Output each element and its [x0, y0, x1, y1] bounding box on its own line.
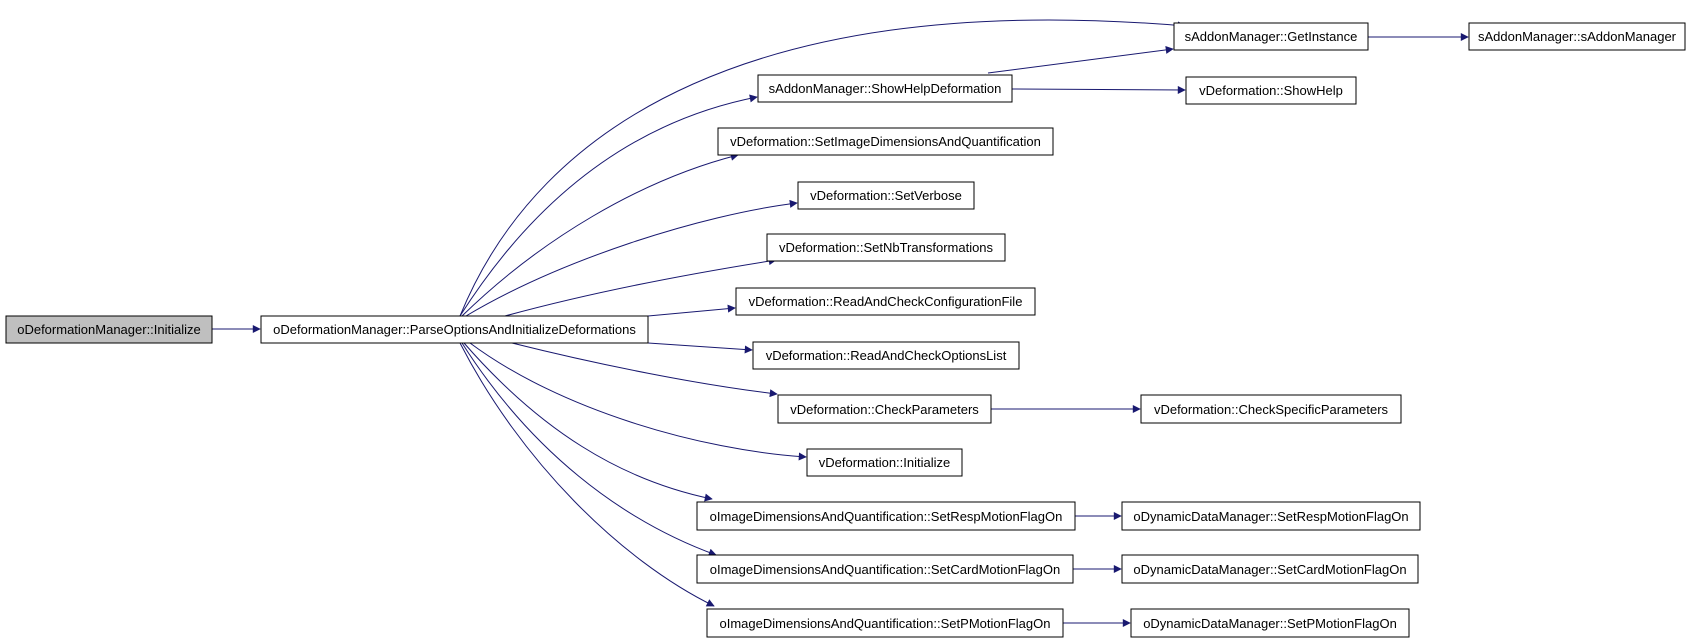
node-label: vDeformation::SetImageDimensionsAndQuant… [730, 134, 1041, 149]
edge-parse-to-readconfig [647, 304, 736, 317]
node-box [5, 315, 213, 344]
node-label: oDynamicDataManager::SetRespMotionFlagOn [1133, 509, 1408, 524]
node-label: oDynamicDataManager::SetPMotionFlagOn [1143, 616, 1397, 631]
node-root[interactable]: oDeformationManager::Initialize [5, 315, 213, 344]
edge-parse-to-readopts [647, 342, 753, 354]
node-label: oDeformationManager::ParseOptionsAndInit… [273, 322, 636, 337]
node-box [1185, 76, 1357, 105]
node-label: sAddonManager::sAddonManager [1478, 29, 1677, 44]
node-label: vDeformation::SetVerbose [810, 188, 962, 203]
node-set-p-motion[interactable]: oImageDimensionsAndQuantification::SetPM… [706, 608, 1064, 638]
node-v-initialize[interactable]: vDeformation::Initialize [806, 448, 963, 477]
node-label: oImageDimensionsAndQuantification::SetCa… [710, 562, 1060, 577]
node-check-parameters[interactable]: vDeformation::CheckParameters [777, 394, 992, 424]
node-label: vDeformation::ReadAndCheckConfigurationF… [749, 294, 1023, 309]
node-set-image-dimensions[interactable]: vDeformation::SetImageDimensionsAndQuant… [717, 127, 1054, 156]
node-set-nb-transformations[interactable]: vDeformation::SetNbTransformations [766, 233, 1006, 262]
node-set-verbose[interactable]: vDeformation::SetVerbose [797, 181, 975, 210]
node-box [260, 315, 649, 344]
node-show-help-deformation[interactable]: sAddonManager::ShowHelpDeformation [757, 74, 1013, 103]
node-label: vDeformation::CheckParameters [790, 402, 979, 417]
node-box [717, 127, 1054, 156]
edge-showhelpdef-to-getinstance [987, 45, 1174, 74]
node-box [696, 554, 1074, 584]
node-get-instance[interactable]: sAddonManager::GetInstance [1173, 22, 1369, 51]
node-box [766, 233, 1006, 262]
edge-showhelpdef-to-showhelp [1011, 85, 1186, 94]
node-box [1130, 608, 1410, 638]
node-box [777, 394, 992, 424]
edge-parse-to-checkparams [511, 342, 778, 398]
node-box [752, 341, 1020, 370]
node-box [1173, 22, 1369, 51]
node-dyn-p-motion[interactable]: oDynamicDataManager::SetPMotionFlagOn [1130, 608, 1410, 638]
node-read-options-list[interactable]: vDeformation::ReadAndCheckOptionsList [752, 341, 1020, 370]
edge-parse-to-setpm [459, 342, 715, 607]
node-parse-options[interactable]: oDeformationManager::ParseOptionsAndInit… [260, 315, 649, 344]
node-read-config-file[interactable]: vDeformation::ReadAndCheckConfigurationF… [735, 287, 1036, 316]
edges [212, 19, 1469, 627]
node-label: vDeformation::ShowHelp [1199, 83, 1343, 98]
node-box [806, 448, 963, 477]
node-saddon-constructor[interactable]: sAddonManager::sAddonManager [1468, 22, 1686, 51]
node-dyn-resp-motion[interactable]: oDynamicDataManager::SetRespMotionFlagOn [1121, 501, 1421, 531]
edge-parse-to-setcard [461, 342, 717, 557]
node-box [696, 501, 1076, 531]
node-label: oDeformationManager::Initialize [17, 322, 201, 337]
node-label: oDynamicDataManager::SetCardMotionFlagOn [1133, 562, 1406, 577]
node-set-card-motion[interactable]: oImageDimensionsAndQuantification::SetCa… [696, 554, 1074, 584]
node-label: sAddonManager::ShowHelpDeformation [769, 81, 1002, 96]
node-check-specific-parameters[interactable]: vDeformation::CheckSpecificParameters [1140, 394, 1402, 424]
edge-parse-to-getinstance [459, 19, 1186, 317]
node-label: sAddonManager::GetInstance [1185, 29, 1358, 44]
node-label: oImageDimensionsAndQuantification::SetPM… [720, 616, 1051, 631]
edge-parse-to-setverbose [465, 199, 798, 317]
node-label: oImageDimensionsAndQuantification::SetRe… [710, 509, 1063, 524]
node-box [1140, 394, 1402, 424]
node-box [1121, 501, 1421, 531]
node-box [757, 74, 1013, 103]
node-label: vDeformation::ReadAndCheckOptionsList [766, 348, 1007, 363]
node-box [797, 181, 975, 210]
node-label: vDeformation::Initialize [819, 455, 951, 470]
edge-parse-to-setresp [463, 342, 713, 502]
node-show-help[interactable]: vDeformation::ShowHelp [1185, 76, 1357, 105]
node-set-resp-motion[interactable]: oImageDimensionsAndQuantification::SetRe… [696, 501, 1076, 531]
edge-parse-to-setimgdim [461, 152, 739, 317]
node-box [1468, 22, 1686, 51]
node-dyn-card-motion[interactable]: oDynamicDataManager::SetCardMotionFlagOn [1121, 554, 1419, 584]
edge-parse-to-showhelpdef [459, 94, 758, 317]
node-box [1121, 554, 1419, 584]
node-label: vDeformation::SetNbTransformations [779, 240, 994, 255]
edge-parse-to-setnbtrans [504, 257, 777, 317]
node-label: vDeformation::CheckSpecificParameters [1154, 402, 1389, 417]
edge-parse-to-vinit [469, 342, 807, 461]
node-box [735, 287, 1036, 316]
node-box [706, 608, 1064, 638]
